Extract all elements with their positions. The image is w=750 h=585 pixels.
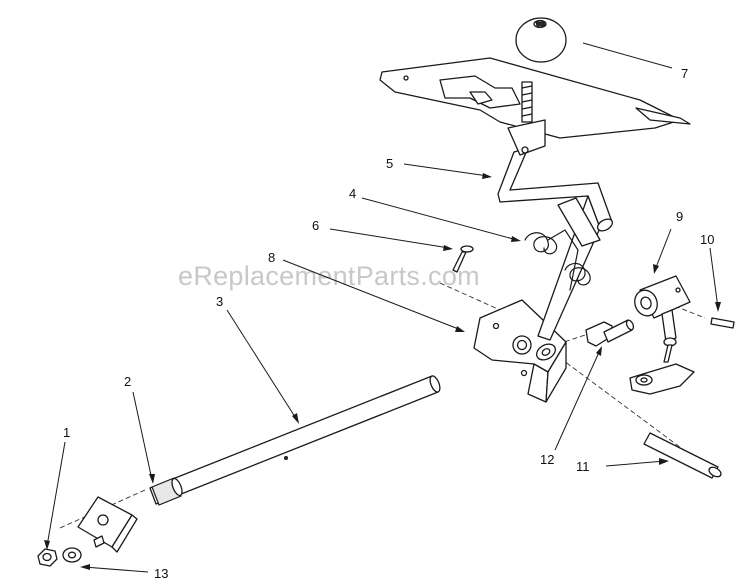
- nut: [37, 548, 58, 567]
- small-pin: [710, 317, 735, 329]
- callout-2: 2: [124, 374, 131, 389]
- callout-1: 1: [63, 425, 70, 440]
- small-bolt: [452, 245, 474, 273]
- pin-rod: [643, 432, 722, 479]
- washer: [62, 547, 82, 563]
- callout-labels: 1 2 3 4 5 6 7 8 9 10 11 12 13: [63, 66, 714, 581]
- callout-3: 3: [216, 294, 223, 309]
- shaft-collar: [151, 477, 183, 506]
- callout-13: 13: [154, 566, 168, 581]
- callout-5: 5: [386, 156, 393, 171]
- watermark-text: eReplacementParts.com: [178, 261, 480, 291]
- callout-12: 12: [540, 452, 554, 467]
- lever-collar: [629, 275, 695, 395]
- main-bracket: [473, 299, 567, 403]
- callout-4: 4: [349, 186, 356, 201]
- shift-gate-plate: [379, 57, 691, 156]
- callout-11: 11: [576, 459, 590, 474]
- callout-9: 9: [676, 209, 683, 224]
- callout-10: 10: [700, 232, 714, 247]
- springs: [524, 229, 591, 291]
- callout-8: 8: [268, 250, 275, 265]
- end-bracket: [77, 496, 138, 553]
- shift-knob: [515, 17, 567, 123]
- callout-6: 6: [312, 218, 319, 233]
- callout-7: 7: [681, 66, 688, 81]
- assembly-axes: [59, 109, 706, 529]
- shaft: [149, 375, 441, 505]
- leader-lines: [44, 42, 721, 573]
- bolt: [585, 319, 635, 347]
- shift-lever: [497, 147, 614, 341]
